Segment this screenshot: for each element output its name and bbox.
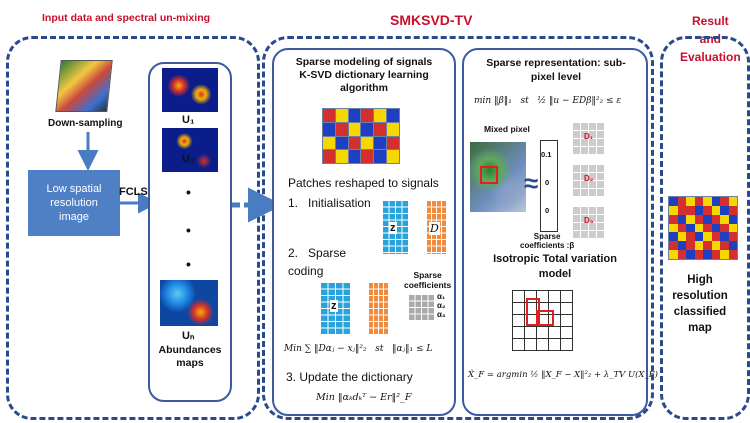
approx-symbol: ≈ <box>524 168 539 198</box>
d-matrix-2 <box>368 282 388 334</box>
step1-label: 1. Initialisation <box>288 196 371 210</box>
beta-value-3: 0 <box>545 206 550 215</box>
d-label: D <box>429 222 440 235</box>
tv-formula: X̂_F = argmin ½ ‖X_F − X‖²₂ + λ_TV U(X_F… <box>468 370 658 380</box>
atom-d1 <box>572 122 604 154</box>
dot-2: • <box>186 222 191 238</box>
tv-neighborhood-highlight-b <box>536 310 554 326</box>
atom-d2-label: D₂ <box>584 174 594 183</box>
step2-label: 2. Sparse coding <box>288 246 347 278</box>
abundance-map-2 <box>162 128 218 172</box>
z-label: z <box>389 222 397 234</box>
sparse-modeling-title: Sparse modeling of signals K-SVD diction… <box>295 56 433 94</box>
dot-1: • <box>186 184 191 200</box>
atom-d3-label: D₃ <box>584 216 594 225</box>
step3-label: 3. Update the dictionary <box>286 370 413 384</box>
coefficient-grid <box>408 294 434 320</box>
beta-formula: min ‖β‖₁ st ½ ‖u − EDβ‖²₂ ≤ ε <box>474 96 622 106</box>
sparse-coefficients-label: Sparse coefficients <box>404 270 452 290</box>
u2-label: U₂ <box>182 153 195 165</box>
downsampling-label: Down-sampling <box>48 118 123 129</box>
input-frame <box>6 36 260 420</box>
tv-neighborhood-highlight-a <box>526 298 540 326</box>
dot-3: • <box>186 256 191 272</box>
z-label-2: z <box>330 300 338 312</box>
tv-grid <box>512 290 573 351</box>
mixed-pixel-map <box>470 142 526 212</box>
beta-value-1: 0.1 <box>541 150 552 159</box>
subpixel-title: Sparse representation: sub- pixel level <box>486 57 626 83</box>
mixed-pixel-highlight <box>480 166 498 184</box>
abundance-panel <box>148 62 232 402</box>
un-label: Uₙ <box>182 330 195 342</box>
alpha-3: α₃ <box>437 310 446 319</box>
atom-d3 <box>572 206 604 238</box>
smksvd-section-title: SMKSVD-TV <box>390 12 473 28</box>
subpixel-panel <box>462 48 648 416</box>
sparse-beta-label: Sparse coefficients :β <box>520 232 575 250</box>
result-caption: High resolution classified map <box>672 274 728 334</box>
mixed-pixel-label: Mixed pixel <box>484 124 530 134</box>
result-section-title: Result and Evaluation <box>680 14 741 64</box>
atom-d1-label: D₁ <box>584 132 594 141</box>
abundances-caption: Abundances maps <box>158 344 222 369</box>
classified-map <box>668 196 738 260</box>
alpha-2: α₂ <box>437 301 446 310</box>
abundance-map-n <box>160 280 218 326</box>
beta-vector <box>540 140 558 232</box>
update-formula: Min ‖αₖdₖᵀ − Er‖²_F <box>316 392 412 403</box>
patch-grid <box>322 108 400 164</box>
hyperspectral-cube-image <box>55 60 113 112</box>
alpha-1: α₁ <box>437 292 446 301</box>
low-resolution-label: Low spatial resolution image <box>46 183 102 223</box>
fcls-label: FCLS <box>119 186 148 198</box>
u1-label: U₁ <box>182 114 195 126</box>
tv-title: Isotropic Total variation model <box>493 253 617 280</box>
result-frame <box>660 36 750 420</box>
patches-label: Patches reshaped to signals <box>288 176 439 190</box>
abundance-map-1 <box>162 68 218 112</box>
low-resolution-image-box: Low spatial resolution image <box>28 170 120 236</box>
atom-d2 <box>572 164 604 196</box>
beta-value-2: 0 <box>545 178 550 187</box>
input-section-title: Input data and spectral un-mixing <box>42 12 211 24</box>
sparse-coding-formula: Min ∑ ‖Dαⱼ − xⱼ‖²₂ st ‖αⱼ‖₁ ≤ L <box>284 344 433 354</box>
smksvd-frame <box>262 36 654 420</box>
